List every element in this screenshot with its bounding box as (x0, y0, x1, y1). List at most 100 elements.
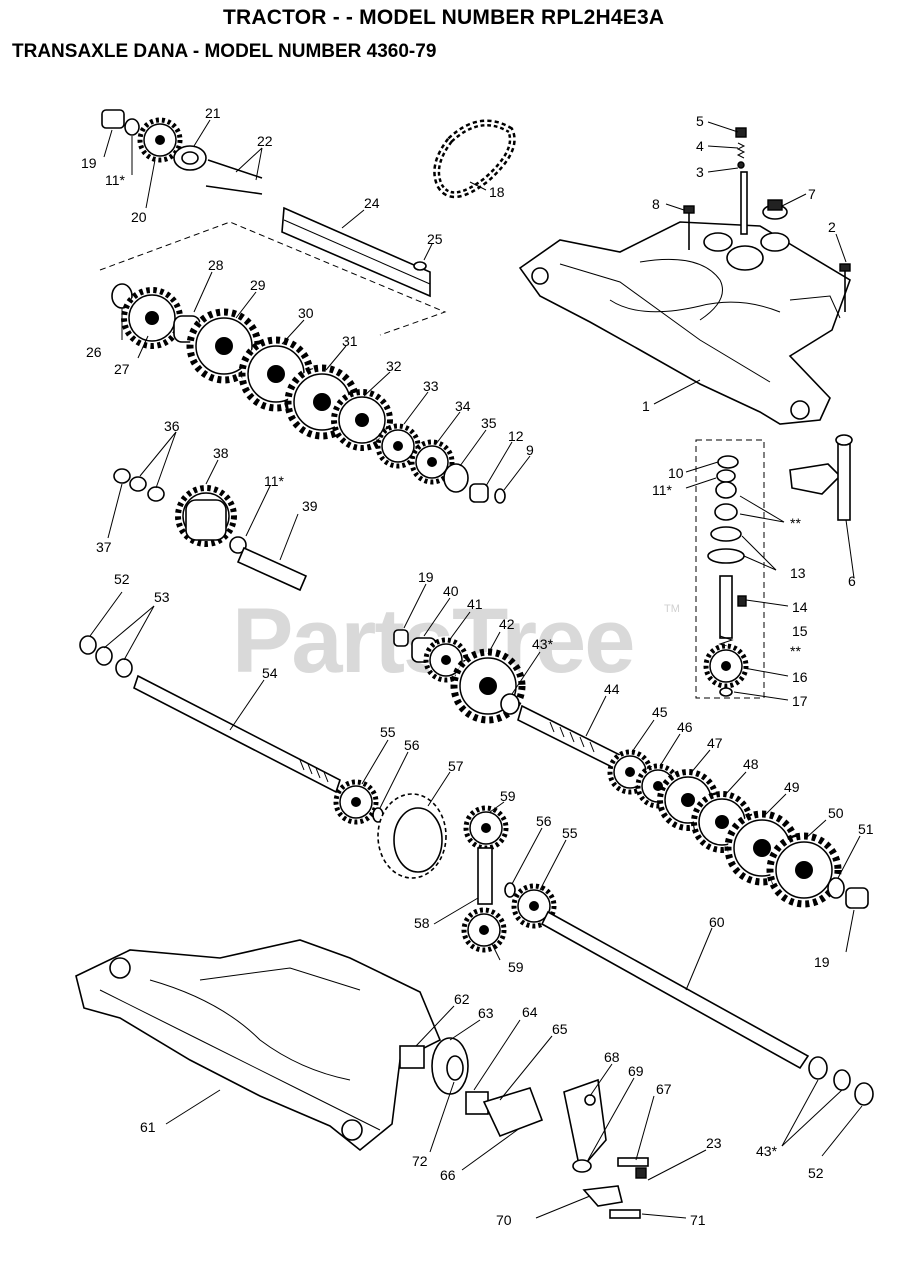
callout-23: 23 (706, 1135, 722, 1151)
callout-9: 9 (526, 442, 534, 458)
callout-26: 26 (86, 344, 102, 360)
callout-51: 51 (858, 821, 874, 837)
leader-lines (89, 119, 863, 1219)
callout-16: 16 (792, 669, 808, 685)
callout-25: 25 (427, 231, 443, 247)
diagram-title: TRACTOR - - MODEL NUMBER RPL2H4E3A (223, 6, 665, 29)
callout-66: 66 (440, 1167, 456, 1183)
callout-labels: 19 11* 20 21 22 24 25 18 5 4 3 8 7 2 1 1… (81, 105, 874, 1228)
callout-11: 11* (105, 172, 126, 188)
callout-67: 67 (656, 1081, 672, 1097)
callout-70: 70 (496, 1212, 512, 1228)
callout-72: 72 (412, 1153, 428, 1169)
callout-3: 3 (696, 164, 704, 180)
callout-30: 30 (298, 305, 314, 321)
callout-29: 29 (250, 277, 266, 293)
callout-7: 7 (808, 186, 816, 202)
callout-40: 40 (443, 583, 459, 599)
callout-43-b: 43* (756, 1143, 778, 1159)
callout-56: 56 (404, 737, 420, 753)
vertical-shaft-assembly (695, 434, 853, 699)
callout-55: 55 (380, 724, 396, 740)
callout-52-b: 52 (808, 1165, 824, 1181)
callout-22: 22 (257, 133, 273, 149)
callout-6: 6 (848, 573, 856, 589)
callout-52: 52 (114, 571, 130, 587)
callout-21: 21 (205, 105, 221, 121)
callout-18: 18 (489, 184, 505, 200)
callout-61: 61 (140, 1119, 156, 1135)
callout-14: 14 (792, 599, 808, 615)
callout-28: 28 (208, 257, 224, 273)
differential-group (336, 782, 554, 950)
callout-39: 39 (302, 498, 318, 514)
callout-34: 34 (455, 398, 471, 414)
callout-58: 58 (414, 915, 430, 931)
callout-47: 47 (707, 735, 723, 751)
callout-20: 20 (131, 209, 147, 225)
callout-59-b: 59 (508, 959, 524, 975)
callout-1: 1 (642, 398, 650, 414)
callout-19: 19 (81, 155, 97, 171)
callout-64: 64 (522, 1004, 538, 1020)
callout-41: 41 (467, 596, 483, 612)
callout-48: 48 (743, 756, 759, 772)
callout-13: 13 (790, 565, 806, 581)
gear-stack (111, 283, 506, 504)
callout-15: 15 (792, 623, 808, 639)
callout-19-b: 19 (418, 569, 434, 585)
callout-57: 57 (448, 758, 464, 774)
drive-chain (433, 119, 516, 199)
callout-49: 49 (784, 779, 800, 795)
diagram-subtitle: TRANSAXLE DANA - MODEL NUMBER 4360-79 (12, 41, 437, 62)
callout-60: 60 (709, 914, 725, 930)
callout-11-c: 11* (264, 473, 285, 489)
callout-5: 5 (696, 113, 704, 129)
upper-housing (518, 221, 851, 425)
callout-55-b: 55 (562, 825, 578, 841)
watermark-trademark: TM (664, 603, 680, 615)
callout-11-b: 11* (652, 482, 673, 498)
callout-43: 43* (532, 636, 554, 652)
callout-59: 59 (500, 788, 516, 804)
callout-69: 69 (628, 1063, 644, 1079)
callout-63: 63 (478, 1005, 494, 1021)
callout-31: 31 (342, 333, 358, 349)
long-axle-shaft (79, 635, 341, 794)
callout-65: 65 (552, 1021, 568, 1037)
callout-27: 27 (114, 361, 130, 377)
callout-17: 17 (792, 693, 808, 709)
callout-36: 36 (164, 418, 180, 434)
input-shaft-group (99, 109, 447, 336)
cluster-gear-group (113, 468, 308, 592)
callout-71: 71 (690, 1212, 706, 1228)
callout-4: 4 (696, 138, 704, 154)
callout-19-c: 19 (814, 954, 830, 970)
callout-10: 10 (668, 465, 684, 481)
callout-35: 35 (481, 415, 497, 431)
lower-gear-stack (610, 752, 869, 909)
callout-53: 53 (154, 589, 170, 605)
callout-33: 33 (423, 378, 439, 394)
callout-double-star-b: ** (790, 643, 801, 659)
callout-2: 2 (828, 219, 836, 235)
callout-56-b: 56 (536, 813, 552, 829)
callout-42: 42 (499, 616, 515, 632)
callout-45: 45 (652, 704, 668, 720)
callout-50: 50 (828, 805, 844, 821)
callout-12: 12 (508, 428, 524, 444)
lower-housing (75, 939, 442, 1152)
output-axle (540, 910, 874, 1106)
callout-46: 46 (677, 719, 693, 735)
callout-38: 38 (213, 445, 229, 461)
callout-44: 44 (604, 681, 620, 697)
housing-bolts (683, 127, 851, 312)
callout-24: 24 (364, 195, 380, 211)
callout-68: 68 (604, 1049, 620, 1065)
callout-54: 54 (262, 665, 278, 681)
callout-double-star-a: ** (790, 515, 801, 531)
callout-32: 32 (386, 358, 402, 374)
callout-62: 62 (454, 991, 470, 1007)
callout-8: 8 (652, 196, 660, 212)
